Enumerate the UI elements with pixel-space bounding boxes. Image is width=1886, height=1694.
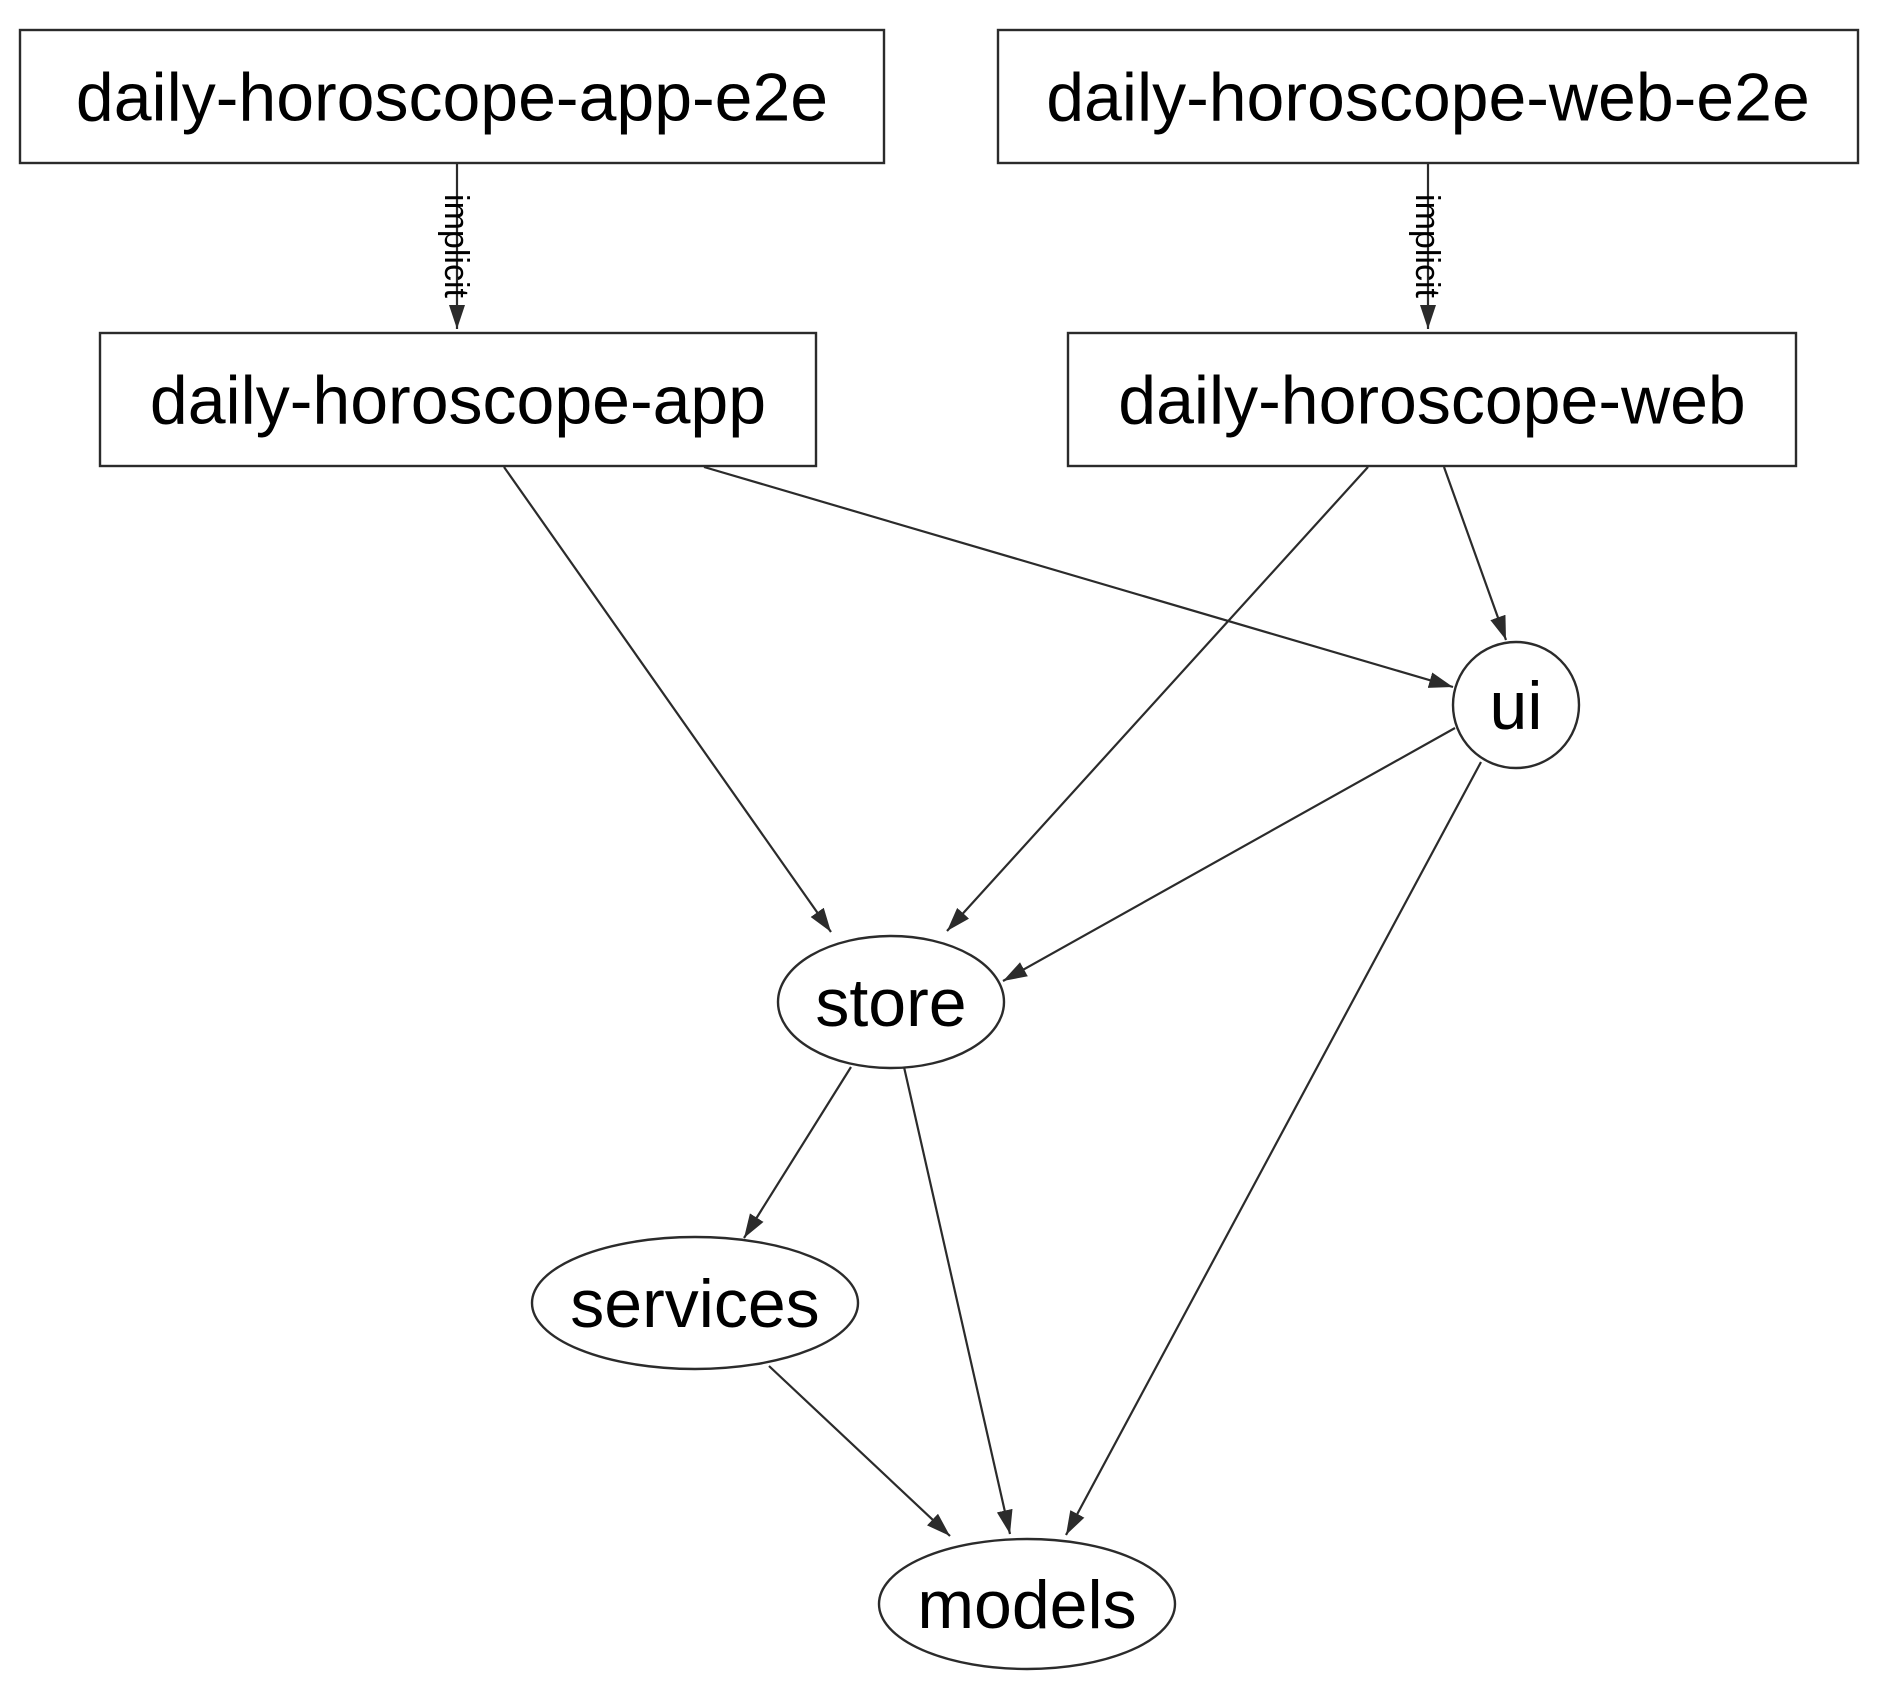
node-ui: [1451, 640, 1581, 770]
edge-label-daily-horoscope-app-e2e-to-daily-horoscope-app: implicit: [437, 194, 475, 298]
node-daily-horoscope-app-e2e: [18, 28, 886, 165]
edge-store-to-models: [902, 1066, 1013, 1535]
node-label-daily-horoscope-web: daily-horoscope-web: [1118, 362, 1745, 438]
node-daily-horoscope-web: [1066, 331, 1798, 468]
node-label-store: store: [815, 965, 966, 1041]
edge-daily-horoscope-web-to-store: [946, 466, 1369, 932]
edge-daily-horoscope-app-to-ui: [703, 465, 1454, 689]
edge-services-to-models: [768, 1365, 951, 1537]
node-daily-horoscope-web-e2e: [996, 28, 1860, 165]
node-label-daily-horoscope-app: daily-horoscope-app: [150, 362, 766, 438]
node-models: [877, 1537, 1177, 1671]
node-label-services: services: [570, 1266, 819, 1342]
edge-daily-horoscope-web-to-ui: [1442, 466, 1508, 641]
node-label-daily-horoscope-app-e2e: daily-horoscope-app-e2e: [76, 59, 828, 135]
edge-label-daily-horoscope-web-e2e-to-daily-horoscope-web: implicit: [1408, 194, 1446, 298]
edge-daily-horoscope-app-to-store: [503, 466, 832, 933]
node-label-models: models: [917, 1567, 1136, 1643]
node-label-ui: ui: [1490, 668, 1543, 744]
node-daily-horoscope-app: [98, 331, 818, 468]
edge-store-to-services: [743, 1066, 852, 1239]
nodes-layer: daily-horoscope-app-e2e daily-horoscope-w…: [18, 28, 1860, 1671]
node-label-daily-horoscope-web-e2e: daily-horoscope-web-e2e: [1046, 59, 1810, 135]
edge-ui-to-store: [1002, 727, 1456, 982]
edge-ui-to-models: [1065, 761, 1482, 1536]
node-services: [530, 1235, 860, 1371]
edges-layer: implicit implicit: [437, 164, 1508, 1537]
node-store: [776, 934, 1006, 1070]
